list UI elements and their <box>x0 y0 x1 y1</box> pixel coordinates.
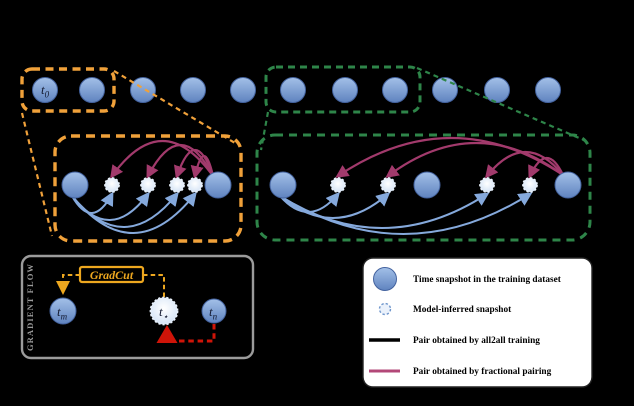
training-snapshot-circle <box>535 77 561 103</box>
gradcut-path-right <box>143 274 165 297</box>
model-inferred-snapshot-circle <box>187 177 203 193</box>
fractional-pair-arc <box>528 156 564 179</box>
tm-label: tm <box>57 304 68 322</box>
model-inferred-snapshot-circle <box>169 177 185 193</box>
orange-zoom-content <box>61 140 232 234</box>
training-snapshot-circle <box>269 171 297 199</box>
tn-snapshot-circle <box>201 298 227 324</box>
gradient-flow-title: GRADIENT FLOW <box>25 263 35 351</box>
model-inferred-snapshot-circle <box>104 177 120 193</box>
training-snapshot-circle <box>32 77 58 103</box>
legend-item-label: Pair obtained by fractional pairing <box>413 367 552 377</box>
green-zoom-content <box>269 136 582 235</box>
inferred-pair-arc <box>279 192 391 219</box>
t0-label: t0 <box>41 82 50 100</box>
training-snapshot-circle <box>79 77 105 103</box>
training-snapshot-circle <box>554 171 582 199</box>
orange-zoom-connector-right <box>113 70 236 144</box>
fractional-pair-arc <box>174 148 215 180</box>
training-snapshot-circle <box>382 77 408 103</box>
fractional-pair-arc <box>385 142 564 178</box>
legend-item-label: Pair obtained by all2all training <box>413 336 540 346</box>
training-snapshot-circle <box>130 77 156 103</box>
tstar-label: t⋆ <box>159 304 169 322</box>
gradcut-path-left-arrow <box>56 274 80 295</box>
tn-label: tn <box>209 304 218 322</box>
fractional-pair-arc <box>190 154 215 180</box>
fractional-pair-arc <box>110 140 214 179</box>
training-snapshot-circle <box>280 77 306 103</box>
orange-zoom-connector-left <box>20 112 54 237</box>
gradcut-box <box>78 265 145 284</box>
gradient-flow-border <box>20 254 255 360</box>
gradient-step-path-arrow <box>156 324 216 343</box>
gradient-flow-panel: GRADIENT FLOW GradCut tm t⋆ tn <box>20 254 255 360</box>
training-snapshot-circle <box>230 77 256 103</box>
legend-item-label: Model-inferred snapshot <box>413 305 512 315</box>
training-snapshot-legend-icon <box>373 267 397 291</box>
orange-selection-box <box>20 67 116 113</box>
tm-snapshot-circle <box>49 297 77 325</box>
training-snapshot-circle <box>332 77 358 103</box>
orange-zoom-box <box>53 134 243 243</box>
training-snapshot-row <box>32 77 561 103</box>
fractional-pair-arc <box>484 151 564 179</box>
model-inferred-snapshot-circle <box>140 177 156 193</box>
green-selection-box <box>264 65 422 114</box>
model-inferred-snapshot-circle <box>380 177 396 193</box>
legend: Time snapshot in the training dataset Mo… <box>362 257 593 388</box>
training-snapshot-circle <box>413 171 441 199</box>
inferred-pair-arc <box>71 191 197 234</box>
tstar-inferred-circle <box>149 296 179 326</box>
model-inferred-snapshot-circle <box>479 177 495 193</box>
model-inferred-snapshot-circle <box>522 177 538 193</box>
legend-border <box>362 257 593 388</box>
green-zoom-connector-right <box>416 66 587 143</box>
training-snapshot-circle <box>204 171 232 199</box>
fractional-pair-arc <box>335 136 564 178</box>
model-inferred-legend-icon <box>378 302 392 316</box>
inferred-pair-arc <box>71 191 179 228</box>
model-inferred-snapshot-circle <box>330 177 346 193</box>
training-snapshot-circle <box>484 77 510 103</box>
gradcut-label: GradCut <box>90 268 134 282</box>
training-snapshot-circle <box>61 171 89 199</box>
green-zoom-connector-left <box>259 111 270 151</box>
inferred-pair-arc <box>279 192 533 235</box>
legend-item-label: Time snapshot in the training dataset <box>413 275 562 285</box>
fractional-pair-arc <box>146 144 214 179</box>
training-snapshot-circle <box>180 77 206 103</box>
